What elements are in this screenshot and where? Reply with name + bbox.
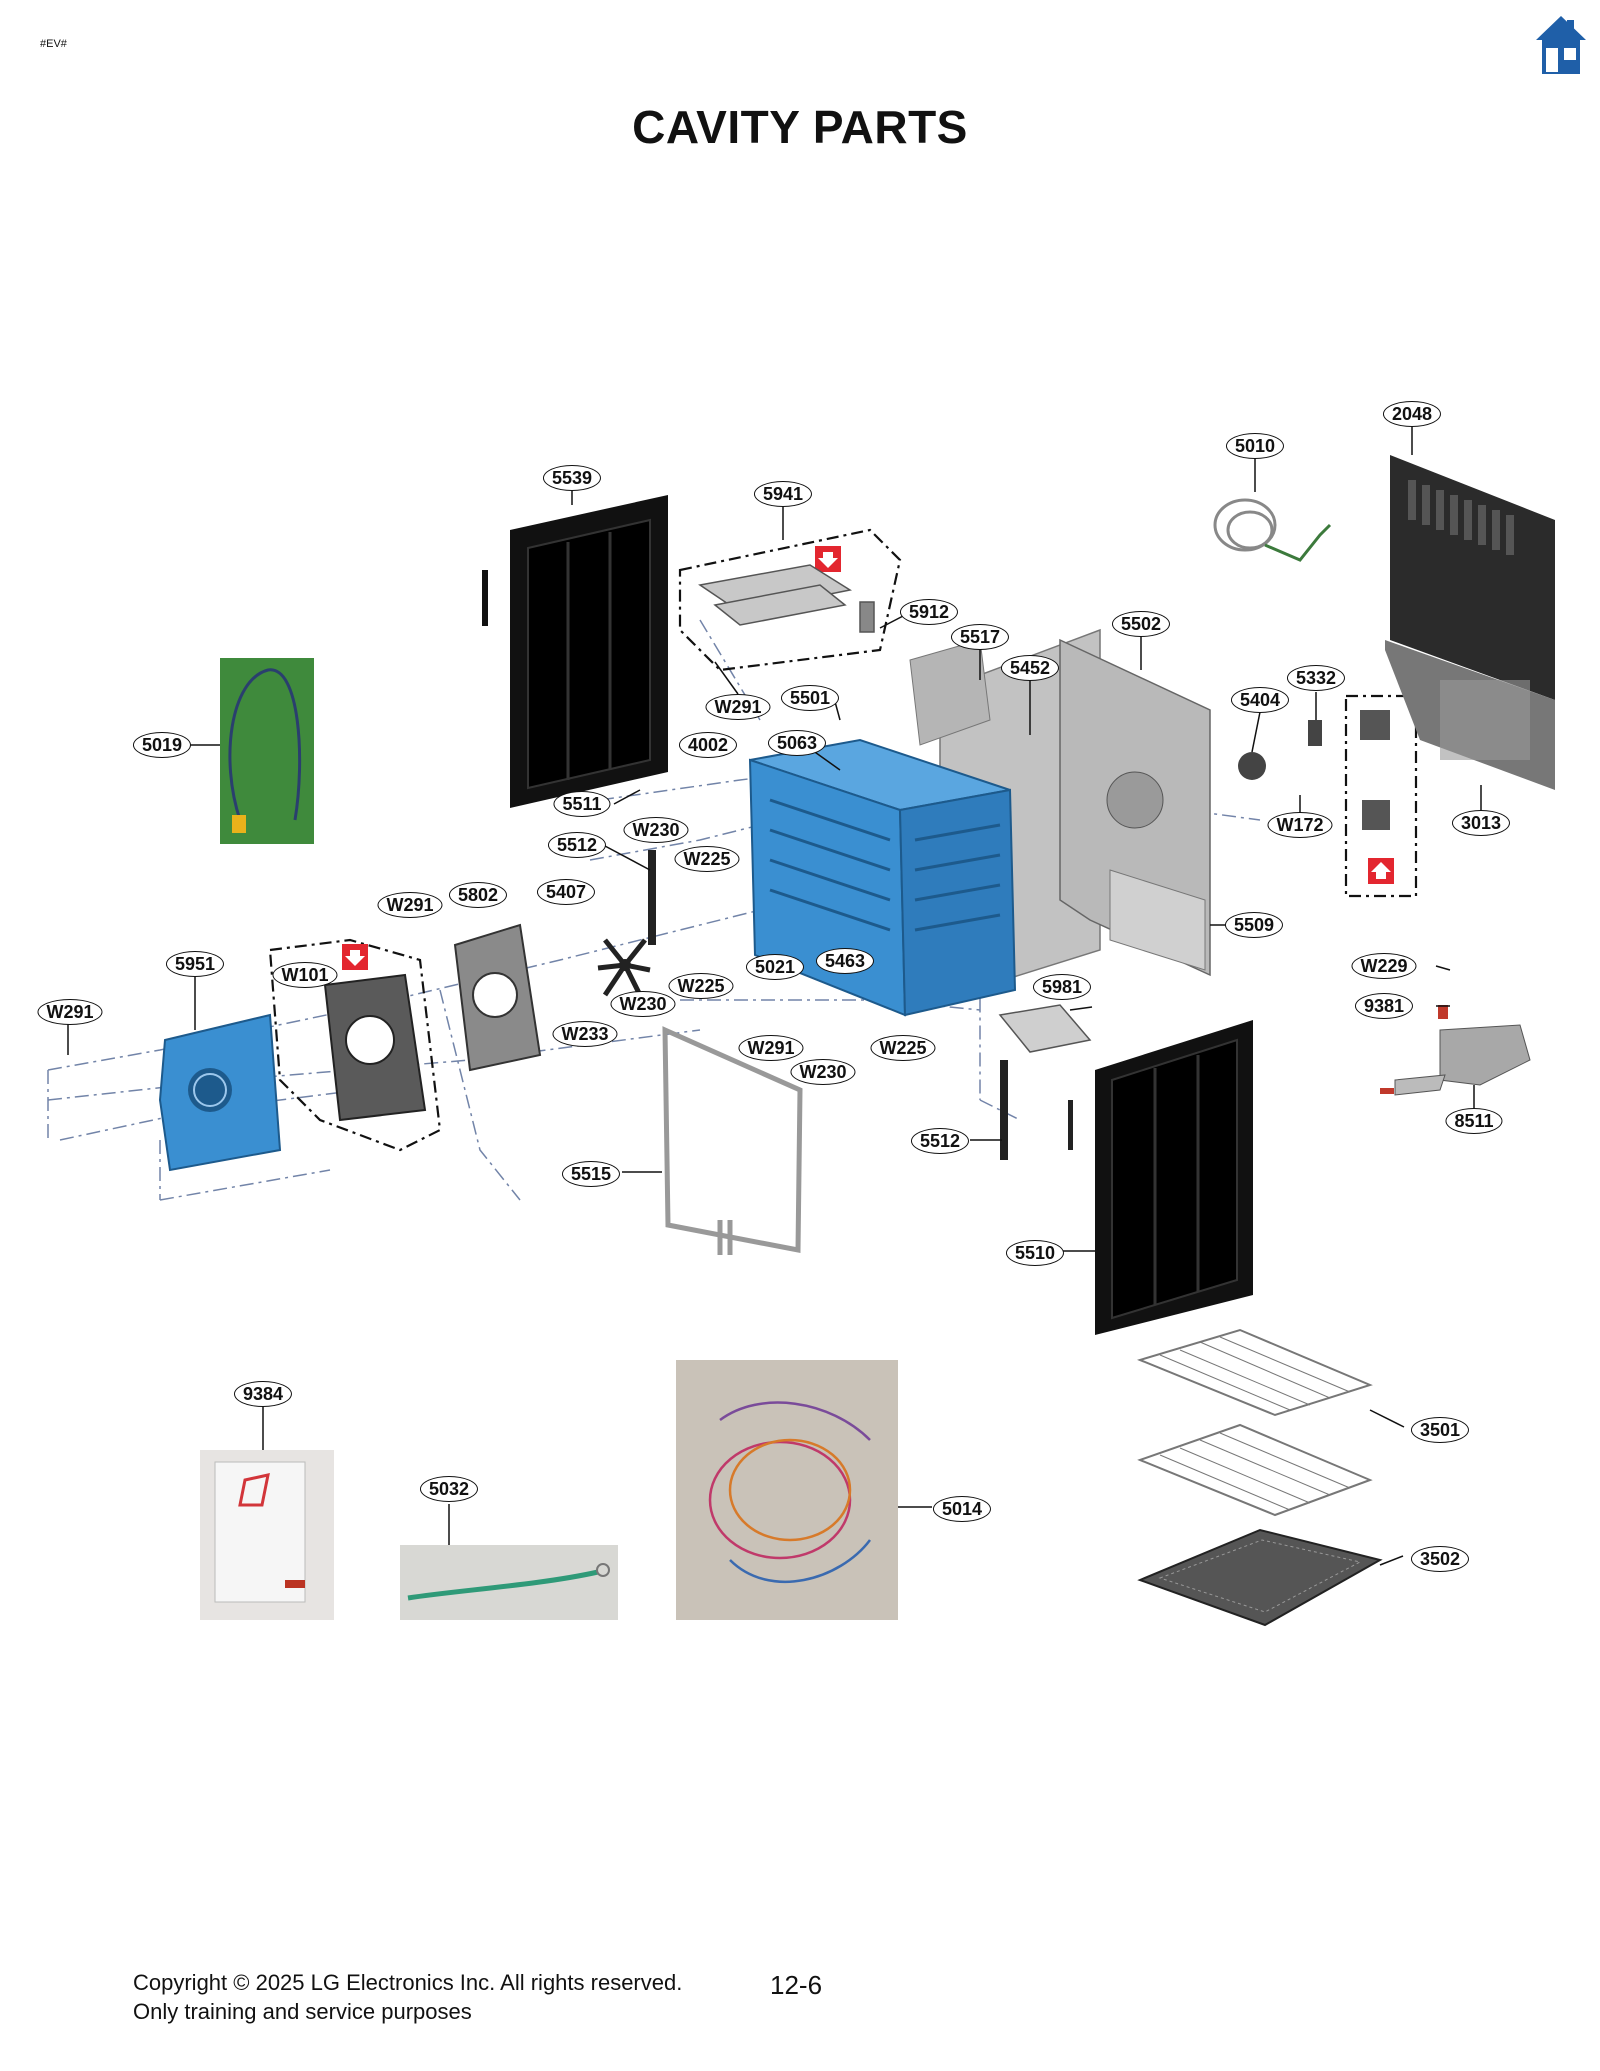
callout-8511[interactable]: 8511 xyxy=(1445,1108,1503,1134)
callout-5512-upper[interactable]: 5512 xyxy=(547,832,607,858)
callout-5539[interactable]: 5539 xyxy=(542,465,602,491)
callout-w233[interactable]: W233 xyxy=(552,1021,618,1047)
callout-w101[interactable]: W101 xyxy=(272,962,338,988)
callout-5517[interactable]: 5517 xyxy=(950,624,1010,650)
callout-5512-lower[interactable]: 5512 xyxy=(910,1128,970,1154)
callout-2048[interactable]: 2048 xyxy=(1382,401,1442,427)
callout-w230-lower[interactable]: W230 xyxy=(790,1059,856,1085)
callout-5063[interactable]: 5063 xyxy=(767,730,827,756)
callout-3013[interactable]: 3013 xyxy=(1451,810,1511,836)
callout-5511[interactable]: 5511 xyxy=(553,791,611,817)
callout-5501[interactable]: 5501 xyxy=(780,685,840,711)
callout-3502[interactable]: 3502 xyxy=(1410,1546,1470,1572)
callout-w172[interactable]: W172 xyxy=(1267,812,1333,838)
purpose-text: Only training and service purposes xyxy=(133,1999,472,2024)
callout-4002[interactable]: 4002 xyxy=(678,732,738,758)
callout-5515[interactable]: 5515 xyxy=(561,1161,621,1187)
callout-5019[interactable]: 5019 xyxy=(132,732,192,758)
callout-5802[interactable]: 5802 xyxy=(448,882,508,908)
callout-5010[interactable]: 5010 xyxy=(1225,433,1285,459)
callout-w225-mid[interactable]: W225 xyxy=(668,973,734,999)
callout-w230-upper[interactable]: W230 xyxy=(623,817,689,843)
callout-9381[interactable]: 9381 xyxy=(1354,993,1414,1019)
callout-5941[interactable]: 5941 xyxy=(753,481,813,507)
page-title: CAVITY PARTS xyxy=(632,101,968,153)
callout-5452[interactable]: 5452 xyxy=(1000,655,1060,681)
callout-3501[interactable]: 3501 xyxy=(1410,1417,1470,1443)
callout-w225-upper[interactable]: W225 xyxy=(674,846,740,872)
callout-w225-lower[interactable]: W225 xyxy=(870,1035,936,1061)
home-icon[interactable] xyxy=(1534,14,1588,76)
callout-9384[interactable]: 9384 xyxy=(233,1381,293,1407)
callout-5981[interactable]: 5981 xyxy=(1032,974,1092,1000)
callout-w291-top[interactable]: W291 xyxy=(705,694,771,720)
callout-w291-bottom[interactable]: W291 xyxy=(738,1035,804,1061)
callout-5502[interactable]: 5502 xyxy=(1111,611,1171,637)
callout-w230-mid[interactable]: W230 xyxy=(610,991,676,1017)
callout-w291-left[interactable]: W291 xyxy=(37,999,103,1025)
callout-5463[interactable]: 5463 xyxy=(815,948,875,974)
page-number: 12-6 xyxy=(770,1970,823,2000)
callout-5332[interactable]: 5332 xyxy=(1286,665,1346,691)
callout-w291-left-upper[interactable]: W291 xyxy=(377,892,443,918)
callout-5407[interactable]: 5407 xyxy=(536,879,596,905)
callout-5021[interactable]: 5021 xyxy=(745,954,805,980)
callout-5404[interactable]: 5404 xyxy=(1230,687,1290,713)
callout-5509[interactable]: 5509 xyxy=(1224,912,1284,938)
callout-5032[interactable]: 5032 xyxy=(419,1476,479,1502)
callout-5510[interactable]: 5510 xyxy=(1005,1240,1065,1266)
callout-5912[interactable]: 5912 xyxy=(899,599,959,625)
callout-5951[interactable]: 5951 xyxy=(165,951,225,977)
callout-w229[interactable]: W229 xyxy=(1351,953,1417,979)
document-tag: #EV# xyxy=(40,38,67,50)
callout-5014[interactable]: 5014 xyxy=(932,1496,992,1522)
copyright-text: Copyright © 2025 LG Electronics Inc. All… xyxy=(133,1970,683,1995)
